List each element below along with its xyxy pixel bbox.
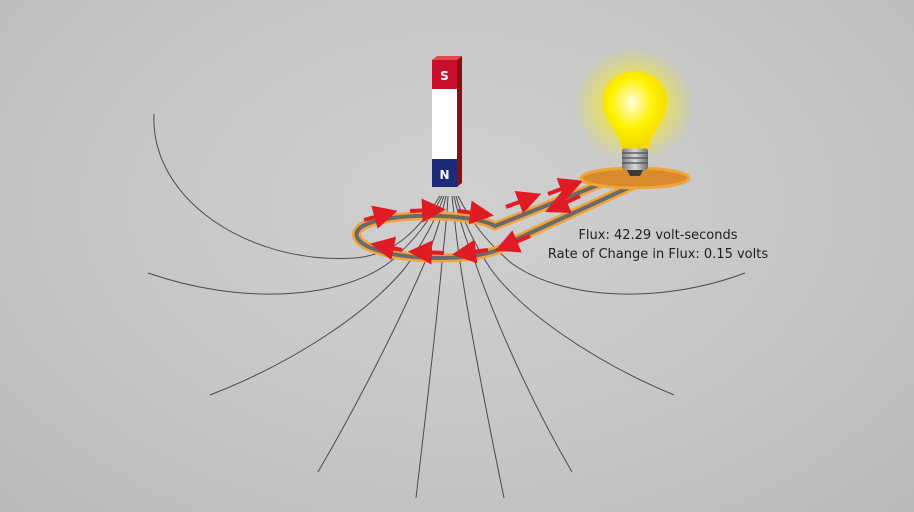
field-line [317, 195, 447, 473]
bar-magnet-icon[interactable]: S N [432, 56, 462, 187]
field-line [147, 195, 443, 295]
current-arrows [363, 177, 584, 265]
field-line [451, 195, 505, 499]
rate-of-change-readout: Rate of Change in Flux: 0.15 volts [547, 247, 769, 262]
field-line [455, 195, 675, 396]
current-arrow-icon [409, 198, 446, 223]
magnet-south-label: S [440, 69, 449, 83]
current-arrow-icon [457, 200, 494, 225]
current-arrow-icon [408, 240, 445, 265]
field-line [415, 195, 449, 499]
field-line [209, 195, 445, 396]
field-lines [147, 113, 746, 499]
current-arrow-icon [505, 190, 542, 214]
current-arrow-icon [363, 205, 398, 229]
current-arrow-icon [370, 236, 403, 261]
current-arrow-icon [545, 191, 581, 213]
light-bulb-icon [574, 47, 694, 190]
magnet-south-pole [432, 60, 457, 89]
bulb-glass [602, 71, 668, 149]
current-arrow-icon [452, 239, 489, 264]
current-arrow-icon [494, 230, 531, 253]
bulb-base [622, 148, 648, 170]
flux-readout: Flux: 42.29 volt-seconds [578, 228, 738, 243]
magnet-middle [432, 89, 457, 159]
magnet-north-pole [432, 159, 457, 187]
field-line [153, 113, 441, 260]
magnet-north-label: N [439, 168, 449, 182]
